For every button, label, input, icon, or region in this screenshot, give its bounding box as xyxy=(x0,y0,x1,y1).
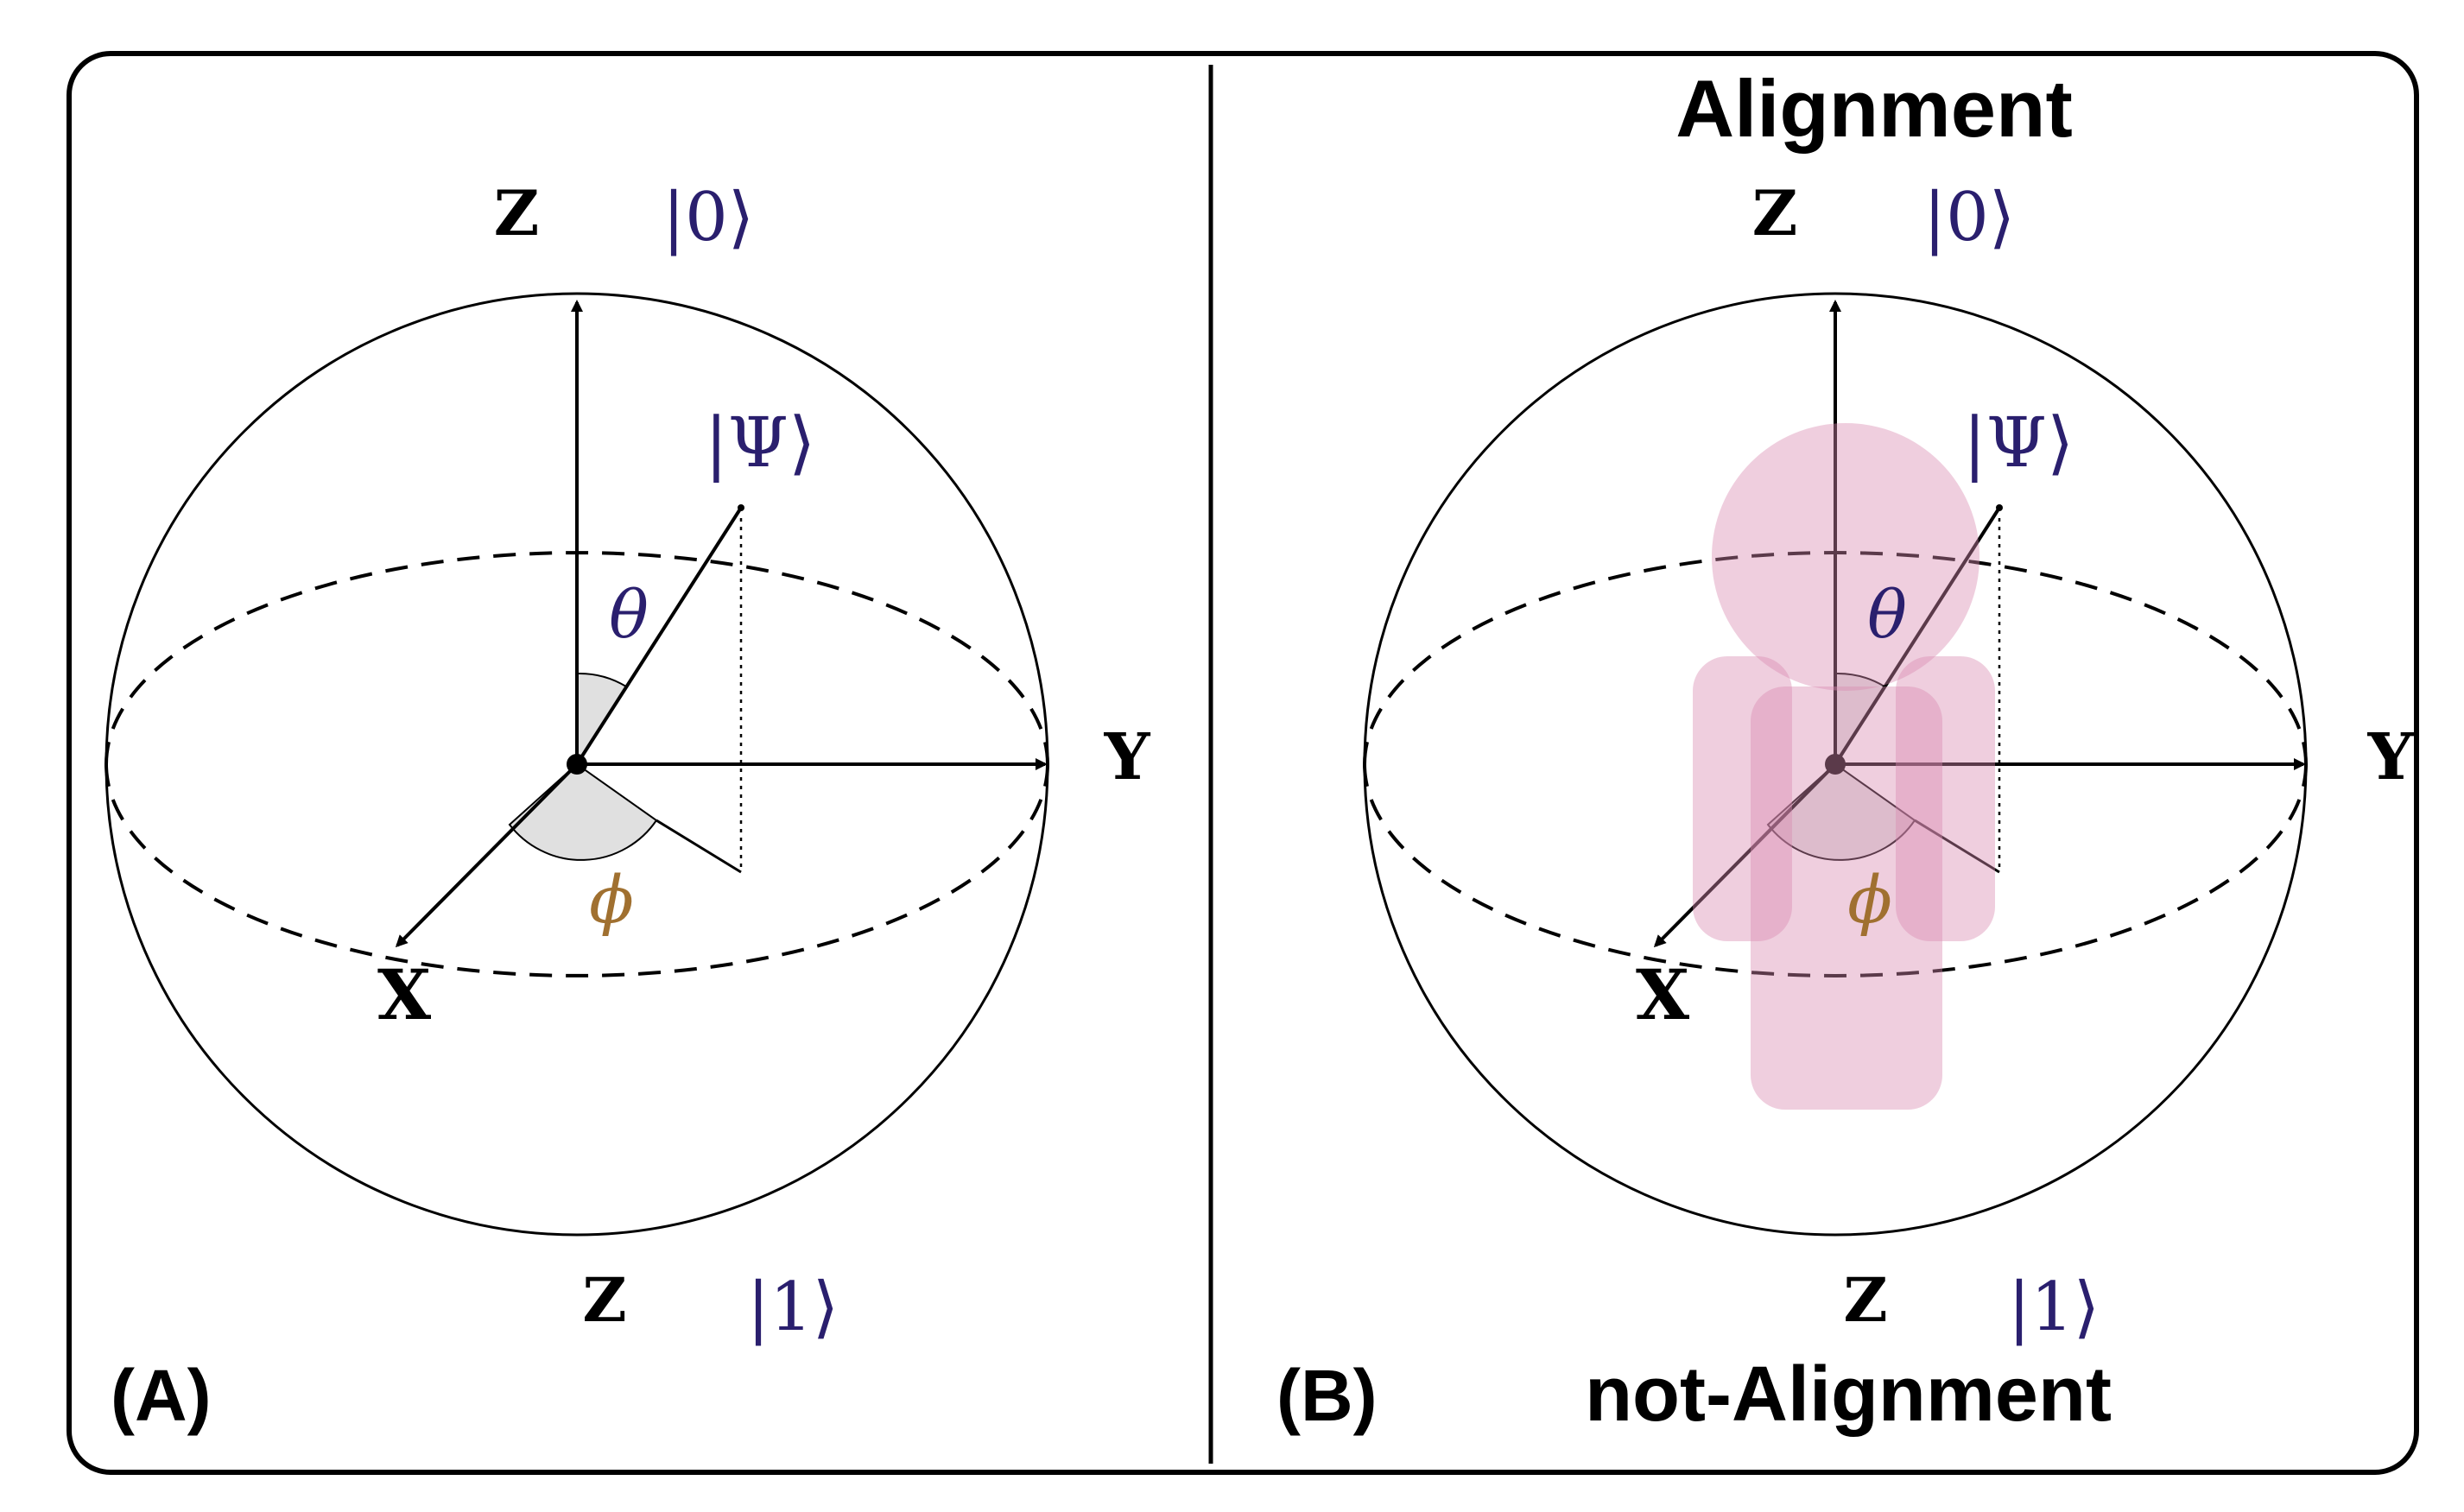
panel-a-label: (A) xyxy=(111,1355,212,1436)
ket-one-label: |1⟩ xyxy=(2008,1268,2100,1346)
ket-zero-label: |0⟩ xyxy=(1923,179,2015,256)
projection-line xyxy=(1914,819,2000,874)
figure-head xyxy=(1712,423,1979,691)
alignment-title: Alignment xyxy=(1675,63,2073,154)
theta-label: θ xyxy=(609,576,649,653)
equator-front xyxy=(105,763,1049,977)
x-axis-label: X xyxy=(1636,954,1689,1035)
figure-left-arm xyxy=(1693,656,1792,941)
projection-line xyxy=(656,819,742,874)
y-axis-label: Y xyxy=(1104,720,1151,794)
phi-label: ϕ xyxy=(589,861,634,938)
phi-label: ϕ xyxy=(1847,861,1892,938)
origin-point xyxy=(1825,754,1846,775)
state-psi-label: |Ψ⟩ xyxy=(1963,402,2074,483)
equator-front xyxy=(1363,763,2308,977)
state-vector-tip xyxy=(738,504,744,511)
x-axis-arrow xyxy=(1653,762,1837,948)
figure-right-arm xyxy=(1896,656,1995,941)
x-axis-label: X xyxy=(377,954,431,1035)
theta-label: θ xyxy=(1867,576,1907,653)
figure-torso xyxy=(1751,686,1942,1110)
state-vector-tip xyxy=(1996,504,2003,511)
z-axis-bottom-label: Z xyxy=(1843,1264,1887,1336)
y-axis-label: Y xyxy=(2367,720,2415,794)
state-vector xyxy=(575,506,743,766)
ket-one-label: |1⟩ xyxy=(747,1268,839,1346)
phi-angle-wedge xyxy=(508,762,658,861)
ket-zero-label: |0⟩ xyxy=(662,179,754,256)
state-vector xyxy=(1834,506,2001,766)
z-axis-top-label: Z xyxy=(1752,176,1798,250)
panel-a: Z |0⟩ |Ψ⟩ θ ϕ Y X Z |1⟩ (A) xyxy=(105,176,1151,1436)
z-axis-top-label: Z xyxy=(494,176,540,250)
figure-frame xyxy=(67,51,2419,1475)
x-axis-arrow xyxy=(395,762,579,948)
panel-b: Alignment Z |0⟩ |Ψ⟩ θ ϕ Y X Z |1⟩ (B) no… xyxy=(1276,63,2415,1438)
z-axis-bottom-label: Z xyxy=(582,1264,626,1336)
human-figure-overlay xyxy=(1693,423,1995,1110)
phi-angle-wedge xyxy=(1766,762,1916,861)
state-psi-label: |Ψ⟩ xyxy=(705,402,815,483)
panel-b-label: (B) xyxy=(1276,1355,1378,1436)
not-alignment-title: not-Alignment xyxy=(1585,1351,2112,1438)
origin-point xyxy=(567,754,587,775)
